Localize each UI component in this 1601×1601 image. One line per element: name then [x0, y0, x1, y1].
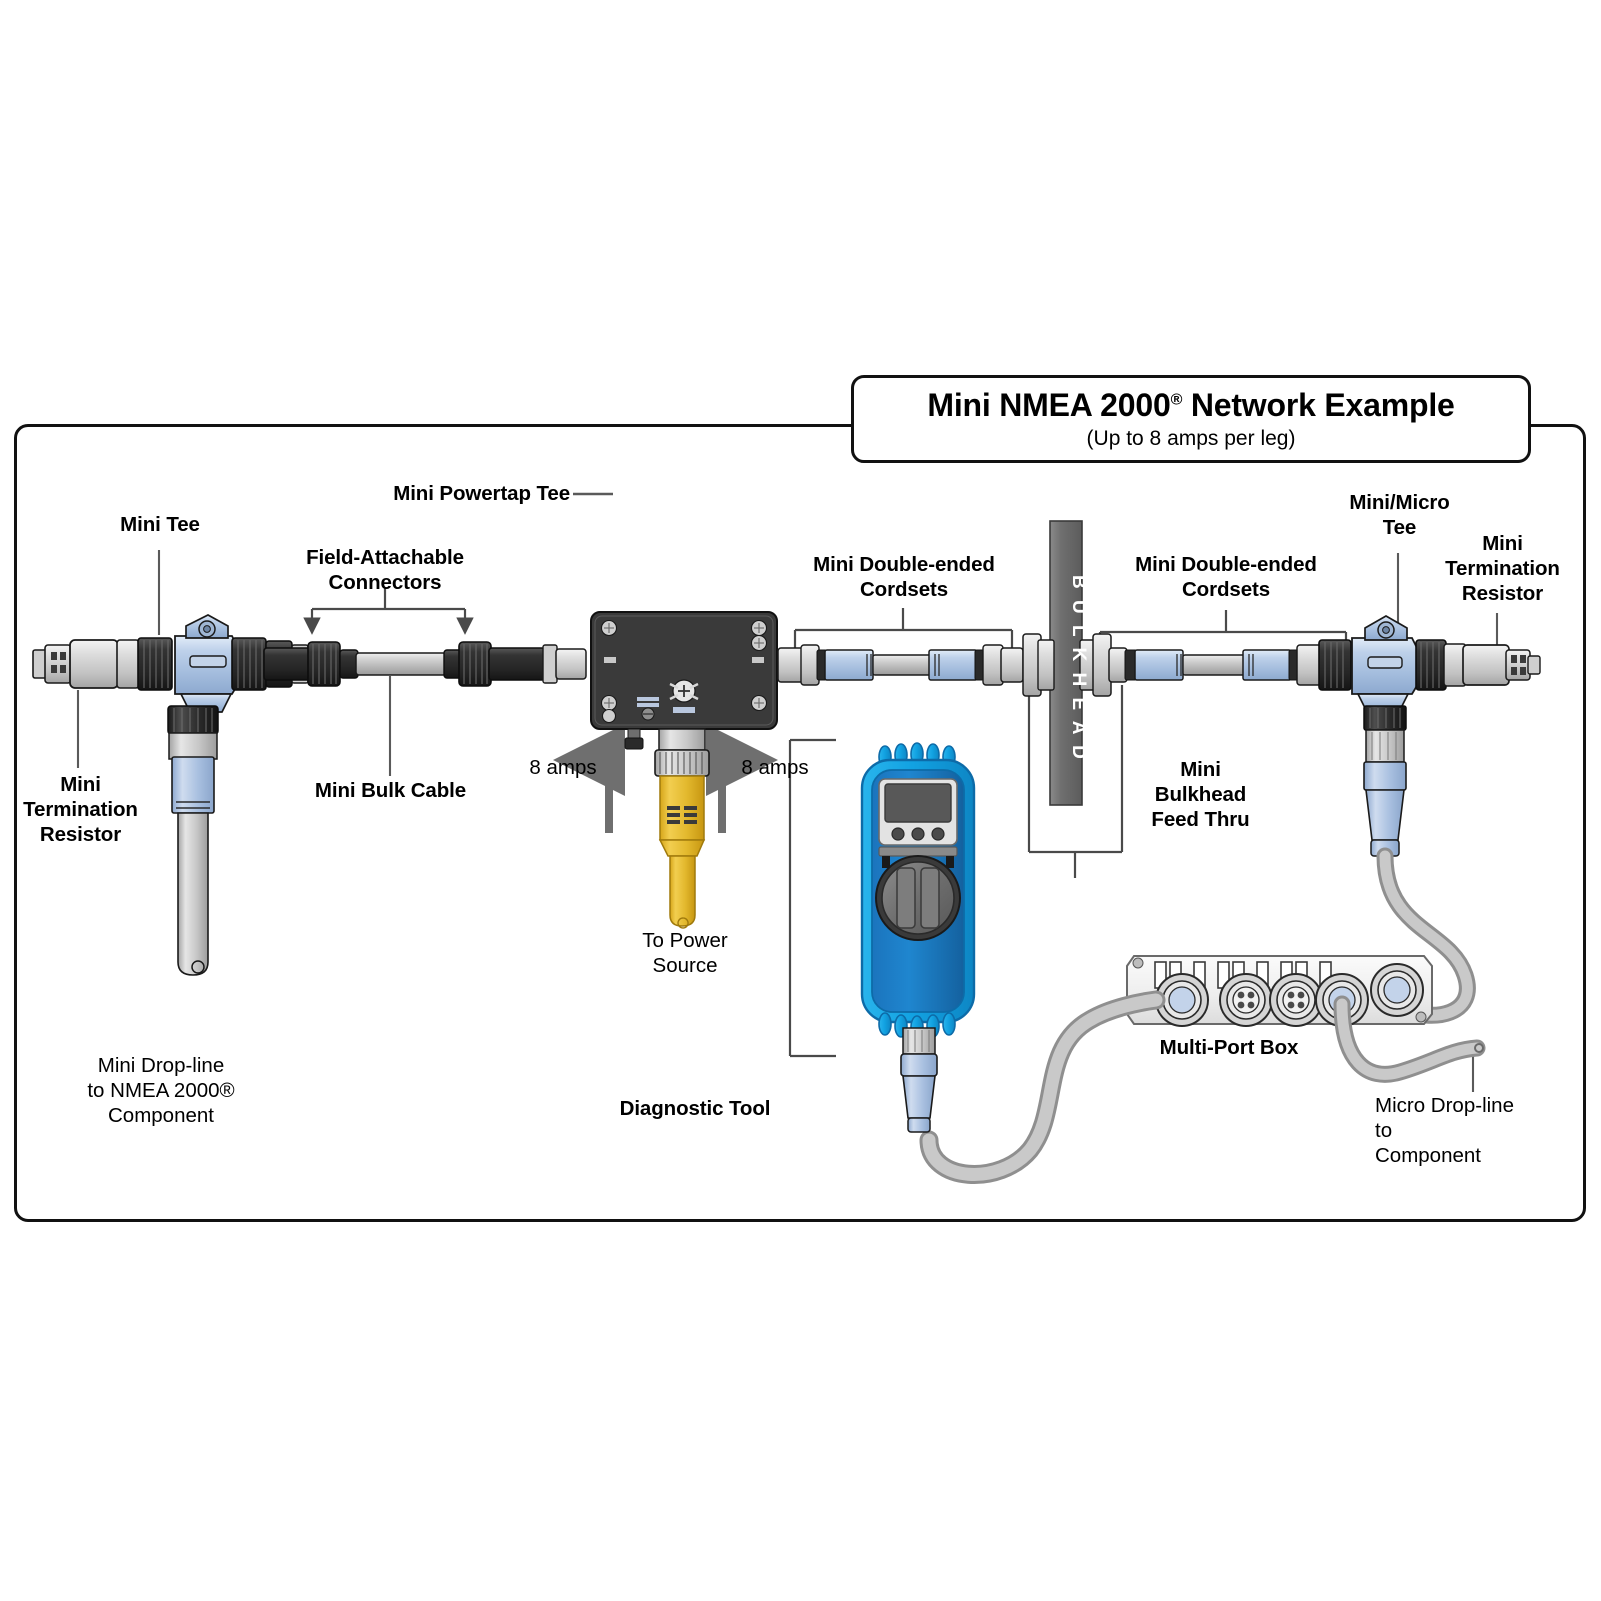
label-amps-left: 8 amps [529, 756, 597, 779]
diagnostic-tool-display [884, 783, 952, 823]
label-multi-port-box: Multi-Port Box [1159, 1036, 1299, 1059]
mini-drop-line [167, 705, 219, 976]
label-cordsets-right: Mini Double-ended Cordsets [1135, 553, 1317, 601]
field-attachable-connector-right [443, 641, 587, 687]
amps-arrow-right [706, 724, 778, 833]
multi-port-box-ports [1155, 963, 1424, 1027]
title-heading: Mini NMEA 2000® Network Example [927, 387, 1455, 423]
label-mini-termination-resistor-right: Mini Termination Resistor [1445, 532, 1560, 605]
cordsets-bracket-left [793, 608, 1014, 651]
label-micro-drop-line: Micro Drop-line to Component [1375, 1094, 1514, 1167]
label-field-attachable-connectors: Field-Attachable Connectors [306, 546, 464, 594]
bulkhead-feedthru-bracket [1027, 685, 1124, 878]
label-mini-drop-line: Mini Drop-line to NMEA 2000® Component [87, 1054, 235, 1127]
label-mini-bulk-cable: Mini Bulk Cable [314, 779, 467, 802]
leader-lines [76, 492, 1499, 1092]
label-mini-powertap-tee: Mini Powertap Tee [393, 482, 570, 505]
diagnostic-tool-buttons [891, 827, 945, 841]
title-box: Mini NMEA 2000® Network Example (Up to 8… [851, 375, 1531, 463]
label-bulkhead: B U L K H E A D [1068, 575, 1089, 762]
field-attachable-bracket [303, 588, 474, 635]
cordset-left-1 [777, 644, 1024, 686]
powertap-logo [669, 679, 699, 713]
mini-powertap-tee [590, 611, 778, 777]
label-mini-tee: Mini Tee [120, 513, 200, 536]
cordset-right-1 [1124, 644, 1322, 686]
label-mini-bulkhead-feed-thru: Mini Bulkhead Feed Thru [1151, 758, 1250, 831]
label-mini-termination-resistor-left: Mini Termination Resistor [23, 773, 138, 846]
left-termination-resistor [32, 639, 140, 689]
cordsets-bracket-right [1098, 610, 1348, 653]
label-amps-right: 8 amps [741, 756, 809, 779]
bulkhead-panel [1049, 520, 1083, 806]
mini-tee [137, 614, 267, 713]
title-subheading: (Up to 8 amps per leg) [1086, 427, 1296, 450]
powertap-ground-symbol [637, 697, 659, 721]
label-cordsets-left: Mini Double-ended Cordsets [813, 553, 995, 601]
label-diagnostic-tool: Diagnostic Tool [619, 1097, 771, 1120]
micro-drop-connector [1363, 705, 1476, 1024]
mini-micro-tee [1318, 615, 1541, 713]
mini-bulkhead-feedthru [1022, 633, 1128, 697]
power-source-cable [658, 775, 706, 929]
diagnostic-tool-bracket [788, 738, 836, 1058]
diagnostic-tool [860, 742, 1166, 1184]
multi-port-box [1126, 955, 1433, 1027]
amps-arrow-left [553, 724, 625, 833]
amps-arrows [553, 724, 778, 833]
micro-drop-line-to-component [1333, 995, 1486, 1083]
diagram-frame [14, 424, 1586, 1222]
label-to-power-source: To Power Source [642, 929, 728, 977]
field-attachable-connector-left [263, 640, 359, 688]
label-mini-micro-tee: Mini/Micro Tee [1349, 491, 1450, 539]
